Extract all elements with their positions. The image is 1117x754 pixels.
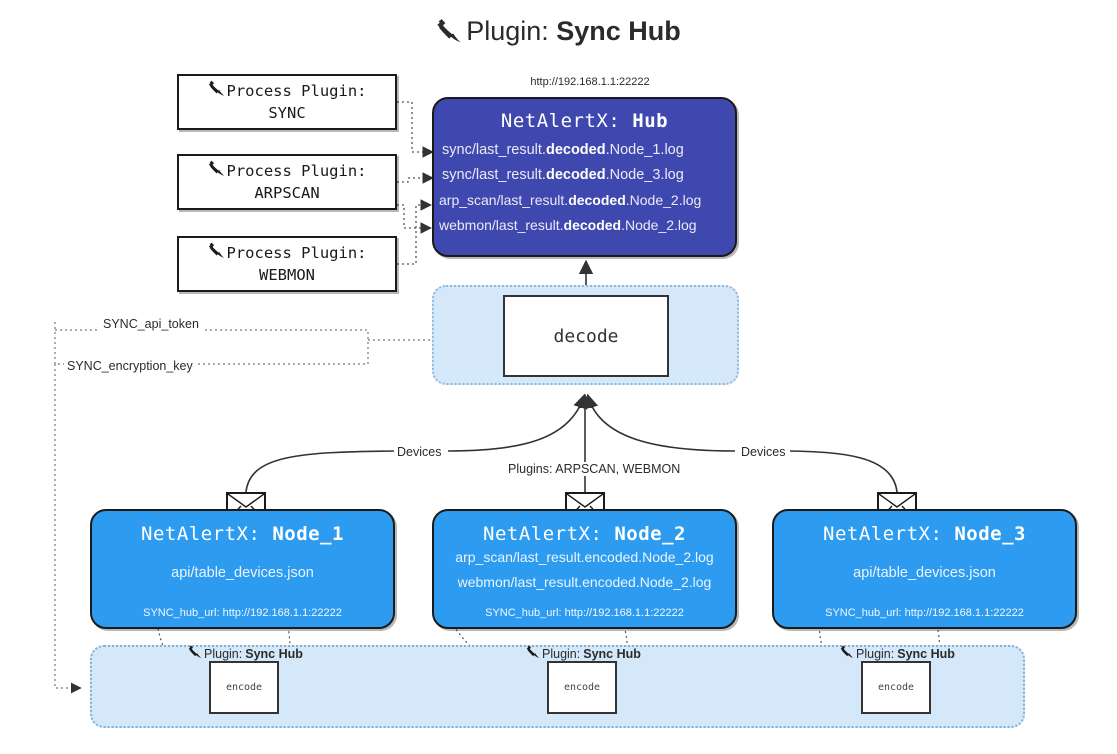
edge-label-plugins: Plugins: ARPSCAN, WEBMON xyxy=(505,462,684,476)
hub-row-mid: decoded xyxy=(545,167,606,183)
process-plugin-header: Process Plugin: xyxy=(208,160,367,183)
wire-sync-to-hub xyxy=(397,101,434,158)
process-plugin-header: Process Plugin: xyxy=(208,242,367,265)
process-plugin-name: WEBMON xyxy=(259,266,315,284)
plug-icon xyxy=(188,645,202,662)
encoder-caption-name: Sync Hub xyxy=(583,646,641,661)
hub-row-mid: decoded xyxy=(568,192,626,208)
setting-encryption-key-label: SYNC_encryption_key xyxy=(64,359,196,373)
process-plugin-sync[interactable]: Process Plugin: SYNC xyxy=(177,74,397,130)
node-title-name: Node_2 xyxy=(614,523,686,545)
node-title-name: Node_3 xyxy=(954,523,1026,545)
wire-node3-devices xyxy=(789,450,898,493)
process-plugin-name: ARPSCAN xyxy=(254,184,320,202)
plug-icon xyxy=(526,645,540,662)
plug-icon xyxy=(208,80,225,103)
hub-row-post: .Node_2.log xyxy=(621,217,697,233)
plug-icon xyxy=(436,18,462,51)
hub-file-row: sync/last_result.decoded.Node_3.log xyxy=(434,163,735,188)
encoder-caption-2: Plugin: Sync Hub xyxy=(526,645,641,662)
node-title: NetAlertX: Node_3 xyxy=(774,523,1075,545)
wire-settings-to-band xyxy=(54,364,82,694)
hub-card-title: NetAlertX: Hub xyxy=(434,110,735,132)
hub-row-post: .Node_2.log xyxy=(625,192,702,208)
encoder-caption-prefix: Plugin: xyxy=(204,646,243,661)
node-hub-url: SYNC_hub_url: http://192.168.1.1:22222 xyxy=(825,607,1024,619)
node-file-line: api/table_devices.json xyxy=(853,565,996,581)
process-plugin-webmon[interactable]: Process Plugin: WEBMON xyxy=(177,236,397,292)
wire-webmon-to-hub xyxy=(397,204,432,234)
encoder-caption-name: Sync Hub xyxy=(897,646,955,661)
encoder-caption-prefix: Plugin: xyxy=(542,646,581,661)
page-title-name: Sync Hub xyxy=(556,16,681,46)
node-title-name: Node_1 xyxy=(272,523,344,545)
decode-box[interactable]: decode xyxy=(503,295,669,377)
hub-card[interactable]: NetAlertX: Hub sync/last_result.decoded.… xyxy=(432,97,737,257)
node-title: NetAlertX: Node_2 xyxy=(434,523,735,545)
process-plugin-header: Process Plugin: xyxy=(208,80,367,103)
hub-row-post: .Node_1.log xyxy=(605,142,684,158)
node-card-3[interactable]: NetAlertX: Node_3 api/table_devices.json… xyxy=(772,509,1077,629)
node-card-2[interactable]: NetAlertX: Node_2 arp_scan/last_result.e… xyxy=(432,509,737,629)
node-title-prefix: NetAlertX: xyxy=(483,523,603,545)
process-plugin-name: SYNC xyxy=(268,104,306,122)
node-card-1[interactable]: NetAlertX: Node_1 api/table_devices.json… xyxy=(90,509,395,629)
process-plugin-arpscan[interactable]: Process Plugin: ARPSCAN xyxy=(177,154,397,210)
hub-file-row: arp_scan/last_result.decoded.Node_2.log xyxy=(434,188,735,213)
encoder-caption-prefix: Plugin: xyxy=(856,646,895,661)
wire-node3-to-decode xyxy=(584,393,736,452)
node-file-line: api/table_devices.json xyxy=(171,565,314,581)
hub-title-prefix: NetAlertX: xyxy=(500,110,621,132)
setting-api-token-label: SYNC_api_token xyxy=(100,317,202,331)
node-hub-url: SYNC_hub_url: http://192.168.1.1:22222 xyxy=(143,607,342,619)
wire-arpscan2-to-hub xyxy=(397,199,432,265)
node-title-prefix: NetAlertX: xyxy=(141,523,261,545)
node-file-line: webmon/last_result.encoded.Node_2.log xyxy=(457,574,712,590)
node-title-prefix: NetAlertX: xyxy=(823,523,943,545)
hub-row-post: .Node_3.log xyxy=(605,167,684,183)
encode-box-1[interactable]: encode xyxy=(209,661,279,714)
plug-icon xyxy=(208,242,225,265)
plug-icon xyxy=(208,160,225,183)
plug-icon xyxy=(840,645,854,662)
node-file-line: arp_scan/last_result.encoded.Node_2.log xyxy=(455,549,714,565)
hub-row-pre: arp_scan/last_result. xyxy=(439,192,569,208)
edge-label-devices-right: Devices xyxy=(738,445,789,459)
page-title: Plugin: Sync Hub xyxy=(0,16,1117,51)
process-plugin-label: Process Plugin: xyxy=(226,244,367,262)
process-plugin-label: Process Plugin: xyxy=(226,82,367,100)
encoder-caption-3: Plugin: Sync Hub xyxy=(840,645,955,662)
hub-file-row: webmon/last_result.decoded.Node_2.log xyxy=(434,213,735,238)
hub-row-pre: sync/last_result. xyxy=(442,142,546,158)
encode-box-3[interactable]: encode xyxy=(861,661,931,714)
hub-url-label: http://192.168.1.1:22222 xyxy=(530,76,650,88)
node-hub-url: SYNC_hub_url: http://192.168.1.1:22222 xyxy=(485,607,684,619)
wire-node1-to-decode xyxy=(447,393,588,452)
node-title: NetAlertX: Node_1 xyxy=(92,523,393,545)
hub-title-name: Hub xyxy=(632,110,669,132)
page-title-prefix: Plugin: xyxy=(466,16,549,46)
encode-box-2[interactable]: encode xyxy=(547,661,617,714)
hub-row-mid: decoded xyxy=(563,217,622,233)
wire-node1-devices xyxy=(245,450,396,493)
hub-row-pre: sync/last_result. xyxy=(442,167,546,183)
wire-arpscan-to-hub xyxy=(397,172,434,184)
hub-file-row: sync/last_result.decoded.Node_1.log xyxy=(434,138,735,163)
hub-row-pre: webmon/last_result. xyxy=(439,217,564,233)
hub-file-list: sync/last_result.decoded.Node_1.log sync… xyxy=(434,138,735,238)
hub-row-mid: decoded xyxy=(545,142,606,158)
edge-label-devices-left: Devices xyxy=(394,445,445,459)
process-plugin-label: Process Plugin: xyxy=(226,162,367,180)
encoder-caption-1: Plugin: Sync Hub xyxy=(188,645,303,662)
encoder-caption-name: Sync Hub xyxy=(245,646,303,661)
